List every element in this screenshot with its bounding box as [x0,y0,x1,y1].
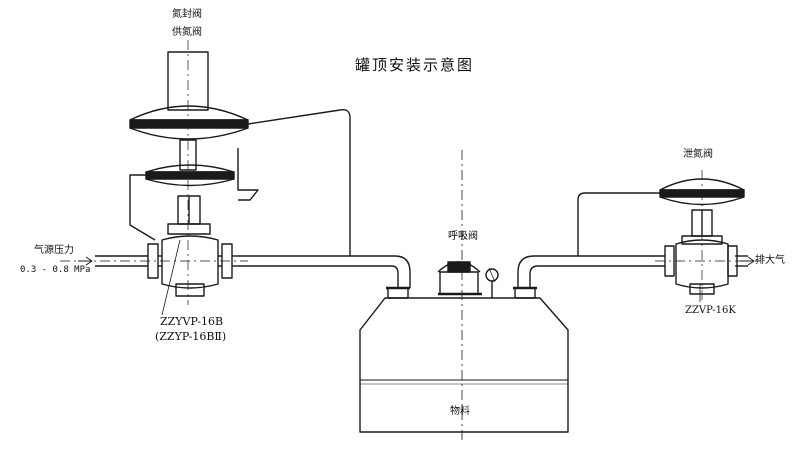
pressure-gauge [485,267,499,298]
left-inlet-pipe [95,255,148,267]
label-left-model-alt: (ZZYP-16BⅡ) [155,330,227,343]
label-nitrogen-supply-valve: 供氮阀 [172,27,202,38]
tank-nozzle-right [513,286,537,299]
breather-valve [437,261,482,296]
label-nitrogen-seal-valve: 氮封阀 [172,9,202,20]
label-to-atmosphere: 排大气 [755,255,785,266]
left-main-pipe [238,255,411,288]
storage-tank [359,150,569,440]
label-material: 物料 [450,406,470,417]
tank-nozzle-left [386,286,410,299]
label-gas-source-pressure: 气源压力 [34,245,74,256]
right-main-pipe [517,255,665,288]
label-nitrogen-inlet-valve: 泄氮阀 [683,149,713,160]
label-right-model: ZZVP-16K [685,305,736,316]
label-left-model-primary: ZZYVP-16B [160,315,224,328]
right-valve-assembly [577,178,745,295]
label-breather-valve: 呼吸阀 [448,231,478,242]
label-gas-source-range: 0.3 - 0.8 MPa [20,265,91,275]
left-valve-assembly [129,51,351,297]
diagram-title: 罐顶安装示意图 [355,56,475,74]
